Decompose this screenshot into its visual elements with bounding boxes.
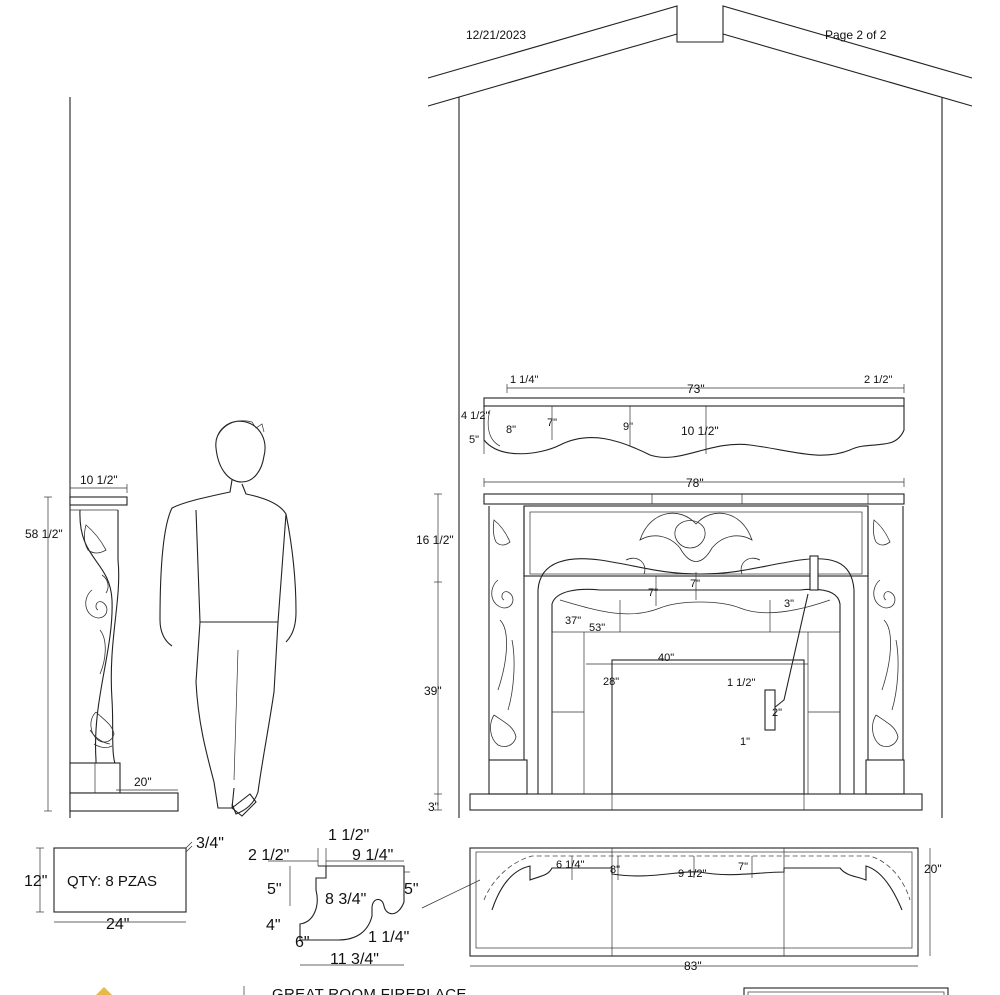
plan-view <box>469 847 931 967</box>
shelf-end-depth: 8" <box>506 424 516 436</box>
title-block <box>96 986 949 995</box>
front-inner-width: 53" <box>589 622 605 634</box>
front-overall-width: 78" <box>686 476 704 490</box>
fireplace-front-elevation <box>434 478 923 811</box>
block-qty-label: QTY: 8 PZAS <box>67 873 157 890</box>
profile-left-step: 2 1/2" <box>248 847 289 864</box>
front-hearth-height: 3" <box>428 800 439 814</box>
block-thickness: 3/4" <box>196 835 224 852</box>
plan-d1: 6 1/4" <box>556 859 584 871</box>
front-arch-right: 7" <box>690 578 700 590</box>
side-elevation <box>44 97 179 818</box>
shelf-depth-a: 7" <box>547 417 557 429</box>
profile-top-run: 9 1/4" <box>352 847 393 864</box>
side-height-label: 58 1/2" <box>25 527 63 541</box>
logo-mark <box>96 987 112 995</box>
front-firebox-width: 40" <box>658 652 674 664</box>
shelf-depth-b: 9" <box>623 421 633 433</box>
profile-bottom-right: 1 1/4" <box>368 929 409 946</box>
block-detail <box>36 841 193 923</box>
profile-bottom-run: 11 3/4" <box>330 951 379 968</box>
profile-top: 1 1/2" <box>328 827 369 844</box>
front-inner-height: 37" <box>565 615 581 627</box>
front-reveal: 3" <box>784 598 794 610</box>
person-scale-figure <box>159 420 297 817</box>
front-frieze-height: 16 1/2" <box>416 533 454 547</box>
profile-left-lower: 4" <box>266 917 281 934</box>
plan-d3: 9 1/2" <box>678 868 706 880</box>
front-arch-left: 7" <box>648 587 658 599</box>
block-width: 24" <box>106 916 129 933</box>
molding-profile <box>268 848 481 966</box>
front-profile-depth: 2" <box>772 707 782 719</box>
profile-bottom-left: 6" <box>295 934 310 951</box>
date-label: 12/21/2023 <box>466 28 526 42</box>
profile-right-upper: 5" <box>404 881 419 898</box>
block-height: 12" <box>24 873 47 890</box>
front-profile-width: 1 1/2" <box>727 677 755 689</box>
page-number: Page 2 of 2 <box>825 28 887 42</box>
profile-left-upper: 5" <box>267 881 282 898</box>
shelf-depth-c: 10 1/2" <box>681 424 719 438</box>
shelf-right-overhang: 2 1/2" <box>864 374 892 386</box>
front-firebox-height: 28" <box>603 676 619 688</box>
shelf-top-height: 4 1/2" <box>461 410 489 422</box>
drawing-title: GREAT ROOM FIREPLACE <box>272 986 467 995</box>
roof-outline <box>427 5 973 818</box>
side-top-depth-label: 10 1/2" <box>80 473 118 487</box>
shelf-bottom-height: 5" <box>469 434 479 446</box>
plan-depth: 20" <box>924 862 942 876</box>
mantel-shelf-elevation <box>483 384 905 458</box>
front-profile-lip: 1" <box>740 736 750 748</box>
plan-d4: 7" <box>738 861 748 873</box>
front-leg-height: 39" <box>424 684 442 698</box>
shelf-width: 73" <box>687 382 705 396</box>
shelf-left-overhang: 1 1/4" <box>510 374 538 386</box>
plan-width: 83" <box>684 959 702 973</box>
profile-center: 8 3/4" <box>325 891 366 908</box>
plan-d2: 8" <box>610 864 620 876</box>
side-base-depth-label: 20" <box>134 775 152 789</box>
